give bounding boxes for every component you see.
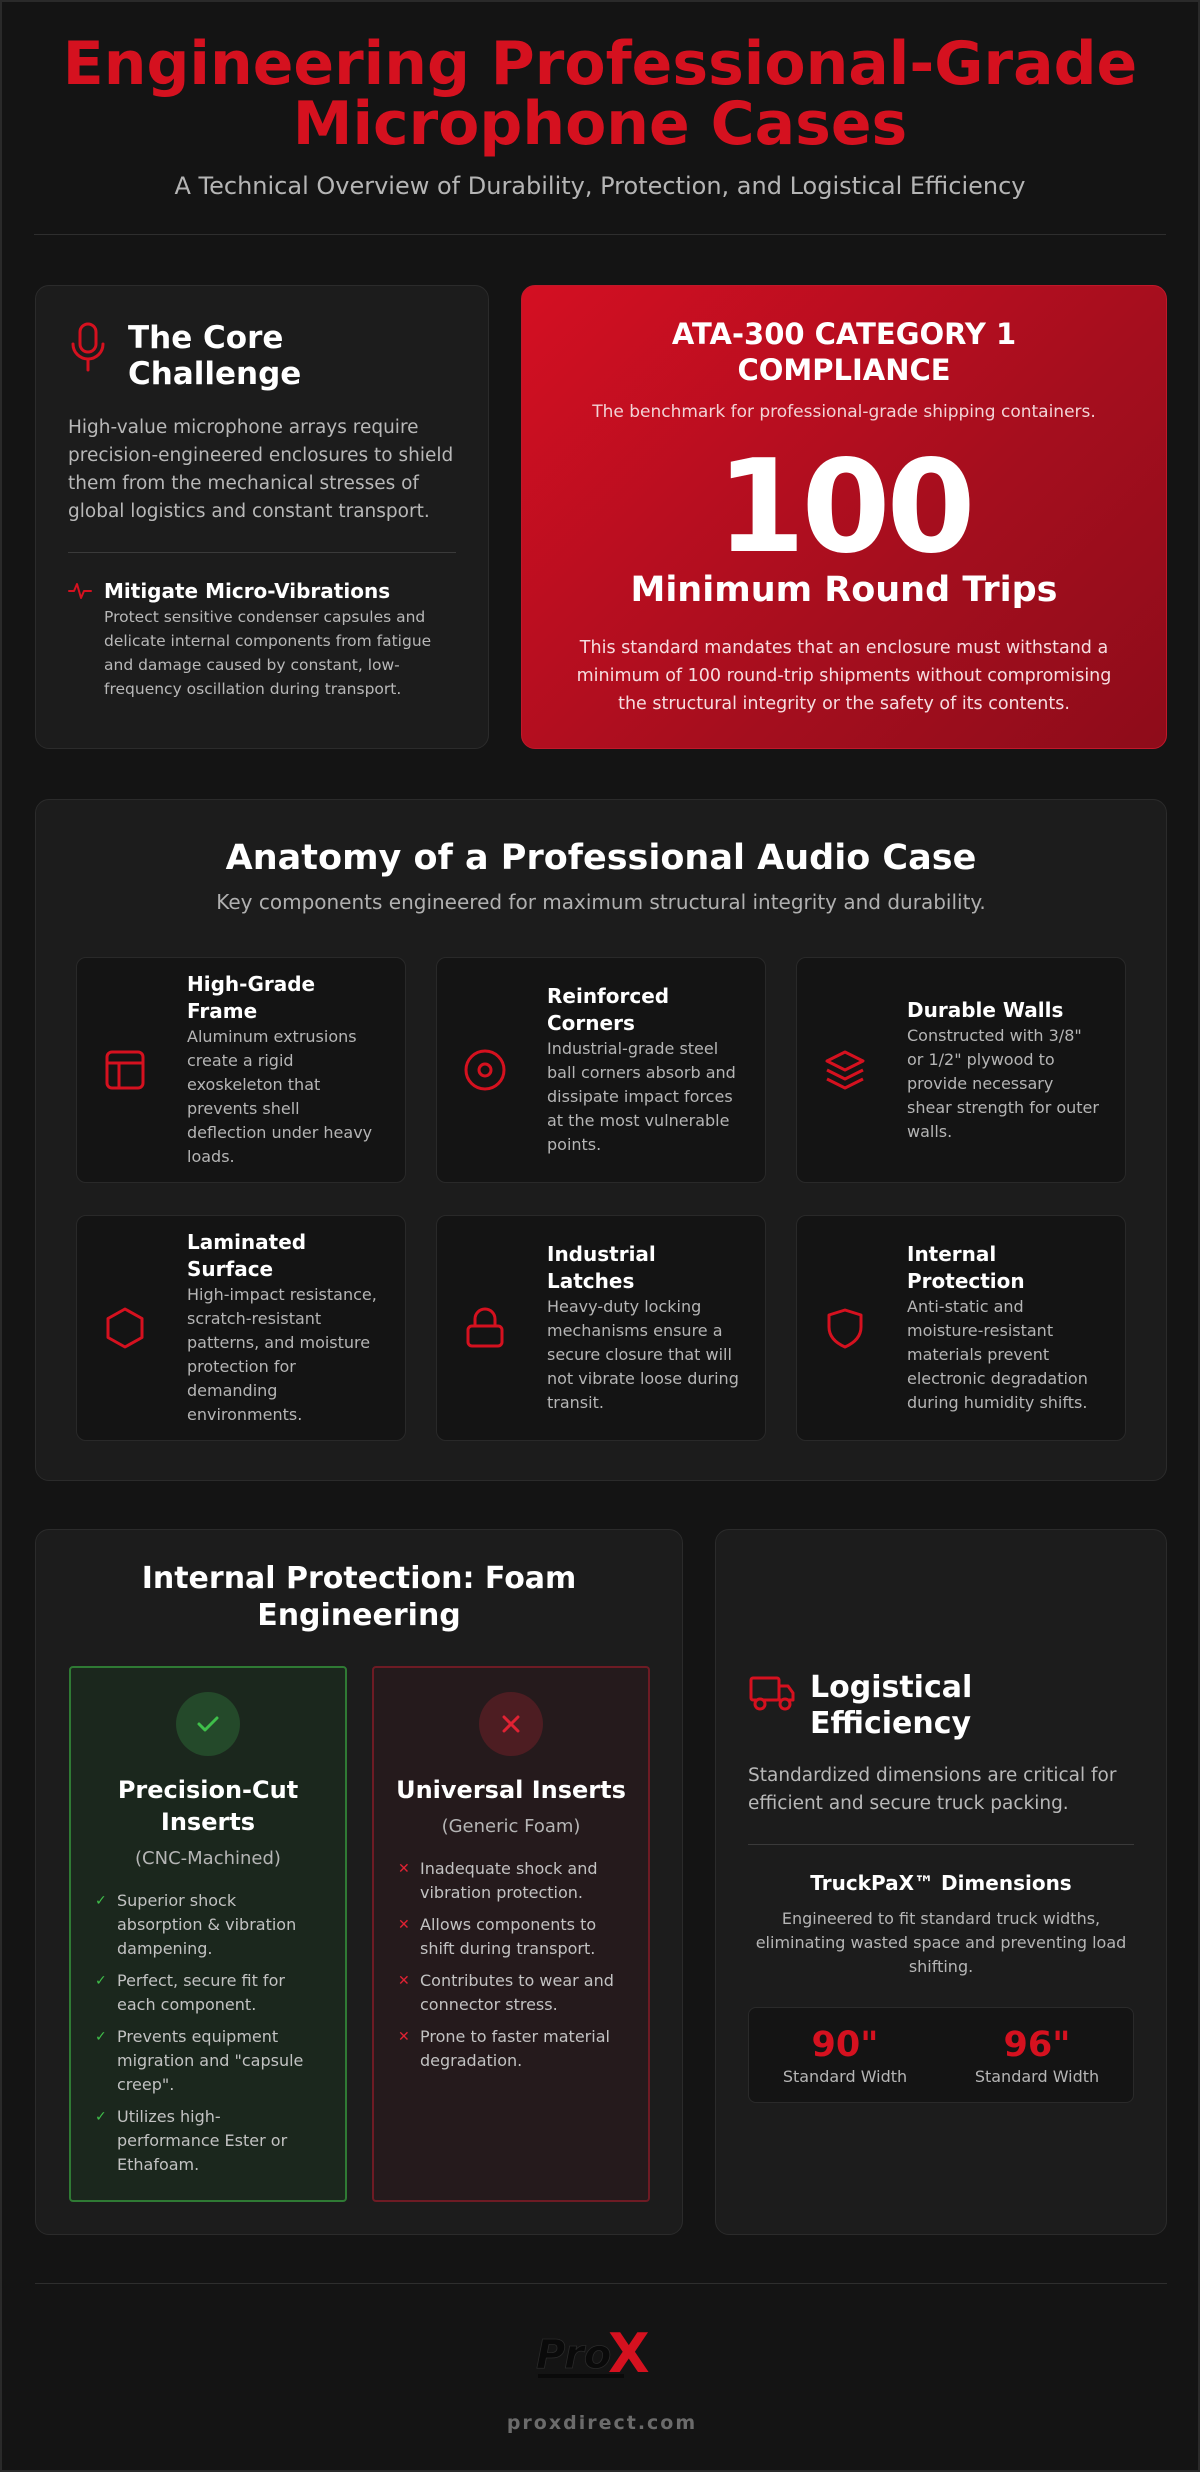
- precision-cut-inserts-panel: Precision-Cut Inserts (CNC-Machined) ✓Su…: [69, 1666, 347, 2202]
- core-challenge-card: The Core Challenge High-value microphone…: [35, 285, 489, 749]
- anatomy-title: Anatomy of a Professional Audio Case: [225, 838, 977, 878]
- layers-icon: [823, 1048, 867, 1092]
- feature-text: Aluminum extrusions create a rigid exosk…: [187, 1027, 373, 1166]
- dimension-label: Standard Width: [782, 2066, 908, 2086]
- feature-title: Internal Protection: [907, 1242, 1025, 1293]
- core-text: High-value microphone arrays require pre…: [68, 417, 454, 522]
- universal-inserts-panel: Universal Inserts (Generic Foam) ✕Inadeq…: [372, 1666, 650, 2202]
- ata-title: ATA-300 CATEGORY 1 COMPLIANCE: [671, 317, 1017, 387]
- feature-card-frame: High-Grade Frame Aluminum extrusions cre…: [76, 957, 406, 1183]
- microphone-icon: [68, 320, 108, 380]
- feature-text: Heavy-duty locking mechanisms ensure a s…: [547, 1297, 739, 1412]
- list-item: ✕Prone to faster material degradation.: [398, 2025, 626, 2073]
- ata-description: This standard mandates that an enclosure…: [576, 638, 1112, 714]
- feature-title: Laminated Surface: [187, 1230, 307, 1281]
- feature-title: Durable Walls: [907, 997, 1064, 1022]
- truckpax-text: Engineered to fit standard truck widths,…: [755, 1909, 1127, 1976]
- website-url[interactable]: proxdirect.com: [506, 2412, 698, 2434]
- dimension-stat: 90" Standard Width: [749, 2025, 941, 2086]
- feature-title: High-Grade Frame: [187, 972, 316, 1023]
- feature-text: Anti-static and moisture-resistant mater…: [907, 1297, 1088, 1412]
- core-divider: [68, 552, 456, 553]
- micro-vibration-feature: Mitigate Micro-Vibrations Protect sensit…: [68, 579, 456, 701]
- precision-subtitle: (CNC-Machined): [135, 1848, 281, 1869]
- list-item: ✕Contributes to wear and connector stres…: [398, 1969, 626, 2017]
- list-item: ✓Perfect, secure fit for each component.: [95, 1969, 323, 2017]
- foam-title: Internal Protection: Foam Engineering: [141, 1561, 577, 1633]
- page-title: Engineering Professional-Grade Microphon…: [62, 29, 1138, 159]
- check-icon: [176, 1692, 240, 1756]
- page-subtitle: A Technical Overview of Durability, Prot…: [174, 172, 1026, 200]
- feature-text: Constructed with 3/8" or 1/2" plywood to…: [907, 1025, 1099, 1141]
- logistical-efficiency-card: Logistical Efficiency Standardized dimen…: [715, 1529, 1167, 2235]
- foam-engineering-section: Internal Protection: Foam Engineering Pr…: [35, 1529, 683, 2235]
- checkmark-icon: ✓: [95, 1973, 107, 1989]
- ata-subtitle: The benchmark for professional-grade shi…: [592, 402, 1096, 422]
- anatomy-section: Anatomy of a Professional Audio Case Key…: [35, 799, 1167, 1481]
- feature-card-internal: Internal Protection Anti-static and mois…: [796, 1215, 1126, 1441]
- feature-card-corners: Reinforced Corners Industrial-grade stee…: [436, 957, 766, 1183]
- feature-card-latches: Industrial Latches Heavy-duty locking me…: [436, 1215, 766, 1441]
- cross-icon: ✕: [398, 1861, 410, 1877]
- universal-drawbacks-list: ✕Inadequate shock and vibration protecti…: [374, 1857, 648, 2073]
- footer-divider: [35, 2283, 1167, 2284]
- pulse-icon: [68, 579, 92, 701]
- round-trips-label: Minimum Round Trips: [630, 570, 1058, 610]
- logistics-title: Logistical Efficiency: [810, 1670, 973, 1741]
- vibration-title: Mitigate Micro-Vibrations: [104, 579, 391, 603]
- checkmark-icon: ✓: [95, 2029, 107, 2045]
- target-circle-icon: [463, 1048, 507, 1092]
- core-title: The Core Challenge: [128, 320, 302, 392]
- hexagon-icon: [103, 1306, 147, 1350]
- list-item: ✓Prevents equipment migration and "capsu…: [95, 2025, 323, 2097]
- feature-card-walls: Durable Walls Constructed with 3/8" or 1…: [796, 957, 1126, 1183]
- feature-title: Industrial Latches: [547, 1242, 656, 1293]
- list-item: ✓Utilizes high-performance Ester or Etha…: [95, 2105, 323, 2177]
- checkmark-icon: ✓: [95, 2109, 107, 2125]
- anatomy-subtitle: Key components engineered for maximum st…: [216, 890, 986, 914]
- universal-title: Universal Inserts: [396, 1776, 626, 1804]
- universal-subtitle: (Generic Foam): [441, 1816, 581, 1837]
- x-icon: [479, 1692, 543, 1756]
- round-trips-number: 100: [716, 433, 975, 582]
- logistics-text: Standardized dimensions are critical for…: [748, 1765, 1117, 1814]
- header: Engineering Professional-Grade Microphon…: [2, 2, 1198, 235]
- logistics-divider: [748, 1844, 1134, 1845]
- checkmark-icon: ✓: [95, 1893, 107, 1909]
- dimension-stat: 96" Standard Width: [941, 2025, 1133, 2086]
- svg-text:Pro: Pro: [536, 2332, 611, 2378]
- truck-dimensions-panel: 90" Standard Width 96" Standard Width: [748, 2007, 1134, 2103]
- precision-benefits-list: ✓Superior shock absorption & vibration d…: [71, 1889, 345, 2177]
- feature-text: Industrial-grade steel ball corners abso…: [547, 1039, 736, 1154]
- dimension-value: 96": [1003, 2024, 1071, 2065]
- feature-card-surface: Laminated Surface High-impact resistance…: [76, 1215, 406, 1441]
- list-item: ✕Allows components to shift during trans…: [398, 1913, 626, 1961]
- cross-icon: ✕: [398, 1917, 410, 1933]
- dimension-label: Standard Width: [974, 2066, 1100, 2086]
- cross-icon: ✕: [398, 2029, 410, 2045]
- truckpax-title: TruckPaX™ Dimensions: [810, 1871, 1072, 1895]
- vibration-text: Protect sensitive condenser capsules and…: [104, 608, 432, 698]
- list-item: ✓Superior shock absorption & vibration d…: [95, 1889, 323, 1961]
- cross-icon: ✕: [398, 1973, 410, 1989]
- lock-icon: [463, 1306, 507, 1350]
- precision-title: Precision-Cut Inserts: [117, 1776, 299, 1836]
- dimension-value: 90": [811, 2024, 879, 2065]
- feature-text: High-impact resistance, scratch-resistan…: [187, 1285, 377, 1424]
- prox-logo[interactable]: Pro X: [532, 2322, 672, 2388]
- header-divider: [34, 234, 1166, 235]
- frame-layout-icon: [103, 1048, 147, 1092]
- ata-compliance-card: ATA-300 CATEGORY 1 COMPLIANCE The benchm…: [521, 285, 1167, 749]
- truck-icon: [748, 1670, 796, 1718]
- shield-icon: [823, 1306, 867, 1350]
- feature-title: Reinforced Corners: [547, 984, 670, 1035]
- list-item: ✕Inadequate shock and vibration protecti…: [398, 1857, 626, 1905]
